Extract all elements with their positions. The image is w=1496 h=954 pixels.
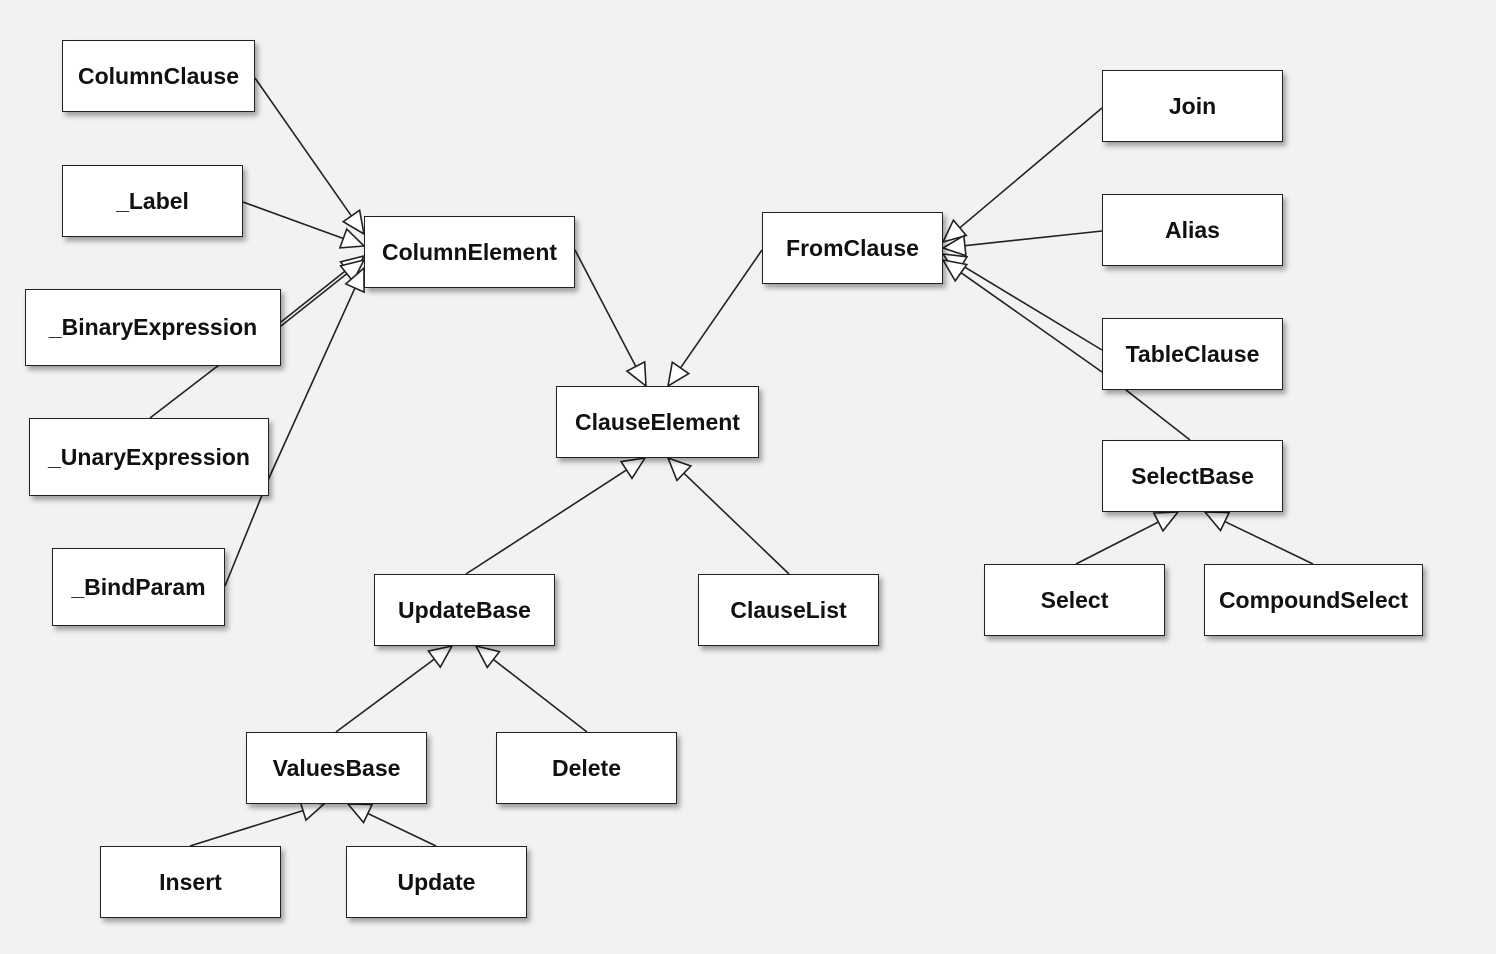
edge-update-to-valuesbase bbox=[346, 803, 437, 847]
edge-label-to-columnelement bbox=[242, 201, 366, 249]
edge-select-to-selectbase bbox=[1075, 511, 1180, 565]
inheritance-arrowhead bbox=[666, 456, 693, 482]
inheritance-arrowhead bbox=[1152, 511, 1180, 533]
edge-line bbox=[492, 658, 588, 733]
edge-line bbox=[683, 472, 790, 575]
edge-line bbox=[679, 249, 763, 369]
edge-line bbox=[224, 287, 356, 587]
edge-line bbox=[254, 77, 353, 217]
node-clauseelement: ClauseElement bbox=[556, 386, 759, 458]
edge-tableclause-to-fromclause bbox=[941, 253, 1103, 351]
edge-alias-to-fromclause bbox=[941, 230, 1103, 257]
inheritance-arrowhead bbox=[941, 218, 968, 244]
node-delete: Delete bbox=[496, 732, 677, 804]
inheritance-arrowhead bbox=[941, 258, 969, 283]
edge-valuesbase-to-updatebase bbox=[335, 644, 454, 733]
node-update: Update bbox=[346, 846, 527, 918]
node-select: Select bbox=[984, 564, 1165, 636]
inheritance-arrowhead bbox=[1203, 511, 1231, 533]
edge-columnclause-to-columnelement bbox=[254, 77, 366, 236]
node-selectbase: SelectBase bbox=[1102, 440, 1283, 512]
inheritance-arrowhead bbox=[625, 360, 647, 388]
inheritance-arrowhead bbox=[666, 360, 691, 388]
node-label: _Label bbox=[62, 165, 243, 237]
edge-line bbox=[959, 107, 1103, 229]
edge-compoundselect-to-selectbase bbox=[1203, 511, 1314, 565]
node-alias: Alias bbox=[1102, 194, 1283, 266]
inheritance-arrowhead bbox=[941, 234, 967, 257]
inheritance-arrowhead bbox=[339, 258, 366, 283]
edge-insert-to-valuesbase bbox=[189, 800, 326, 847]
node-compoundselect: CompoundSelect bbox=[1204, 564, 1423, 636]
edge-join-to-fromclause bbox=[941, 107, 1103, 244]
edge-line bbox=[465, 469, 627, 575]
edge-line bbox=[964, 230, 1103, 247]
inheritance-arrowhead bbox=[474, 644, 501, 669]
inheritance-arrowhead bbox=[619, 456, 647, 480]
edge-updatebase-to-clauseelement bbox=[465, 456, 647, 575]
node-insert: Insert bbox=[100, 846, 281, 918]
inheritance-arrowhead bbox=[341, 208, 366, 236]
node-bindparam: _BindParam bbox=[52, 548, 225, 626]
edge-line bbox=[335, 658, 435, 733]
edge-line bbox=[367, 812, 437, 847]
node-unaryexpression: _UnaryExpression bbox=[29, 418, 269, 496]
edge-line bbox=[574, 249, 637, 367]
node-columnelement: ColumnElement bbox=[364, 216, 575, 288]
edge-line bbox=[189, 809, 304, 847]
edge-line bbox=[280, 269, 348, 323]
edge-line bbox=[242, 201, 344, 240]
node-columnclause: ColumnClause bbox=[62, 40, 255, 112]
edge-delete-to-updatebase bbox=[474, 644, 588, 733]
node-binaryexpression: _BinaryExpression bbox=[25, 289, 281, 366]
inheritance-arrowhead bbox=[338, 227, 366, 249]
node-tableclause: TableClause bbox=[1102, 318, 1283, 390]
inheritance-arrowhead bbox=[346, 803, 374, 824]
edge-clauselist-to-clauseelement bbox=[666, 456, 790, 575]
edge-columnelement-to-clauseelement bbox=[574, 249, 647, 388]
node-join: Join bbox=[1102, 70, 1283, 142]
edge-line bbox=[1075, 521, 1159, 565]
node-updatebase: UpdateBase bbox=[374, 574, 555, 646]
node-fromclause: FromClause bbox=[762, 212, 943, 284]
node-valuesbase: ValuesBase bbox=[246, 732, 427, 804]
node-clauselist: ClauseList bbox=[698, 574, 879, 646]
edge-fromclause-to-clauseelement bbox=[666, 249, 763, 388]
edge-line bbox=[961, 264, 1103, 351]
edge-line bbox=[1224, 520, 1314, 565]
inheritance-arrowhead bbox=[426, 644, 454, 669]
